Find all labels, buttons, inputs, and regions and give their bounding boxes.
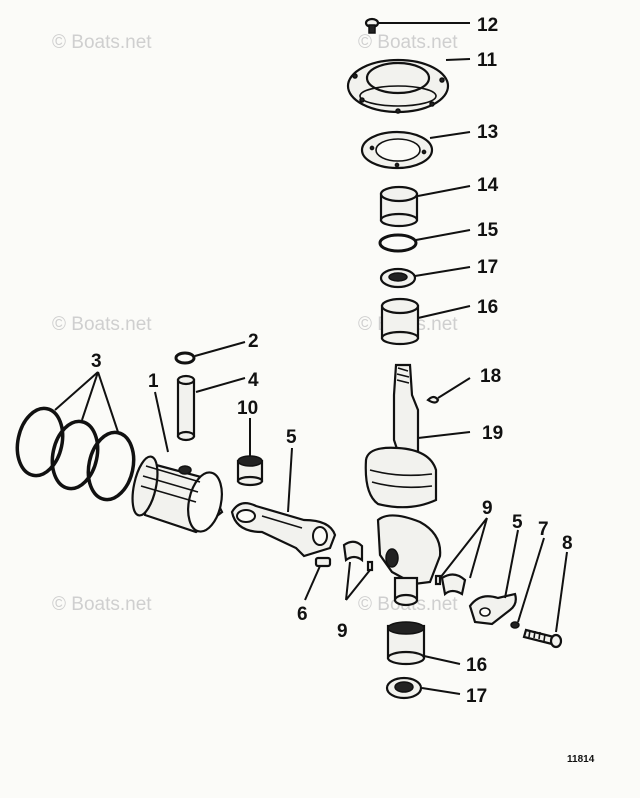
callout-17-upper: 17 xyxy=(477,257,498,278)
callout-1: 1 xyxy=(148,371,159,392)
part-17-seal-lower xyxy=(385,676,423,700)
callout-4: 4 xyxy=(248,370,259,391)
leader-lines xyxy=(54,22,568,695)
watermark-2: © Boats.net xyxy=(358,32,458,53)
callout-12: 12 xyxy=(477,15,498,36)
callout-17-lower: 17 xyxy=(466,686,487,707)
part-15-o-ring xyxy=(378,233,418,253)
callout-labels: 12 11 13 14 15 17 16 18 19 2 4 10 3 1 5 … xyxy=(91,15,573,707)
part-14-bushing xyxy=(379,185,419,228)
callout-9-bottom: 9 xyxy=(337,621,348,642)
part-6-dowel xyxy=(314,556,332,568)
figure-reference-number: 11814 xyxy=(567,754,595,765)
part-16-bearing-upper xyxy=(380,297,420,346)
part-18-key xyxy=(426,395,440,404)
part-7-lock-washer xyxy=(510,621,520,629)
callout-14: 14 xyxy=(477,175,499,196)
part-8-screw xyxy=(522,628,563,649)
part-9-bearing-halves-left xyxy=(342,540,374,572)
callout-15: 15 xyxy=(477,220,499,241)
callout-16-upper: 16 xyxy=(477,297,498,318)
callout-5-right: 5 xyxy=(512,512,523,533)
watermark-3: © Boats.net xyxy=(52,314,152,335)
callout-7: 7 xyxy=(538,519,549,540)
part-5-rod-cap xyxy=(468,592,517,626)
callout-18: 18 xyxy=(480,366,501,387)
callout-3: 3 xyxy=(91,351,102,372)
callout-8: 8 xyxy=(562,533,573,554)
callout-2: 2 xyxy=(248,331,259,352)
part-17-seal-upper xyxy=(379,267,417,289)
callout-10: 10 xyxy=(237,398,258,419)
callout-11: 11 xyxy=(477,50,498,71)
part-3-piston-rings xyxy=(15,406,136,502)
watermark-5: © Boats.net xyxy=(52,594,152,615)
callout-16-lower: 16 xyxy=(466,655,487,676)
part-16-bearing-lower xyxy=(386,621,426,666)
part-5-connecting-rod xyxy=(230,501,337,558)
part-1-piston xyxy=(131,455,224,534)
callout-5-left: 5 xyxy=(286,427,297,448)
part-12-screw xyxy=(364,17,380,34)
part-2-retainer xyxy=(174,351,196,365)
watermark-1: © Boats.net xyxy=(52,32,152,53)
part-10-needle-bearing xyxy=(236,455,264,487)
part-9-bearing-half-right xyxy=(434,573,467,597)
part-11-plate xyxy=(346,58,450,114)
part-19-crankshaft xyxy=(364,363,442,607)
part-4-piston-pin xyxy=(176,374,196,442)
part-13-gasket xyxy=(360,130,434,170)
callout-6: 6 xyxy=(297,604,308,625)
callout-19: 19 xyxy=(482,423,503,444)
callout-13: 13 xyxy=(477,122,498,143)
callout-9-right: 9 xyxy=(482,498,493,519)
